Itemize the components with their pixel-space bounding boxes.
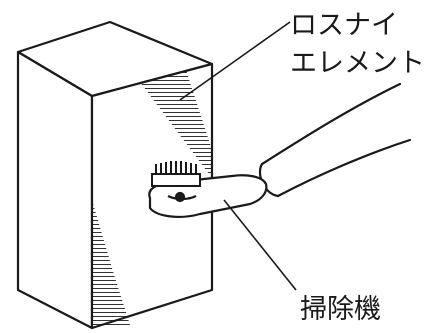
brush-bristles — [151, 161, 201, 187]
shading-hatch-upper — [140, 70, 212, 178]
element-leader-line — [179, 21, 291, 101]
label-element-line1: ロスナイ — [290, 10, 398, 41]
vacuum-leader-line — [223, 199, 297, 291]
label-element-line2: エレメント — [290, 48, 425, 79]
label-vacuum: 掃除機 — [300, 294, 381, 325]
block-left-face — [16, 50, 94, 330]
shading-hatch-lower — [92, 200, 130, 328]
vacuum-hose — [258, 82, 412, 198]
